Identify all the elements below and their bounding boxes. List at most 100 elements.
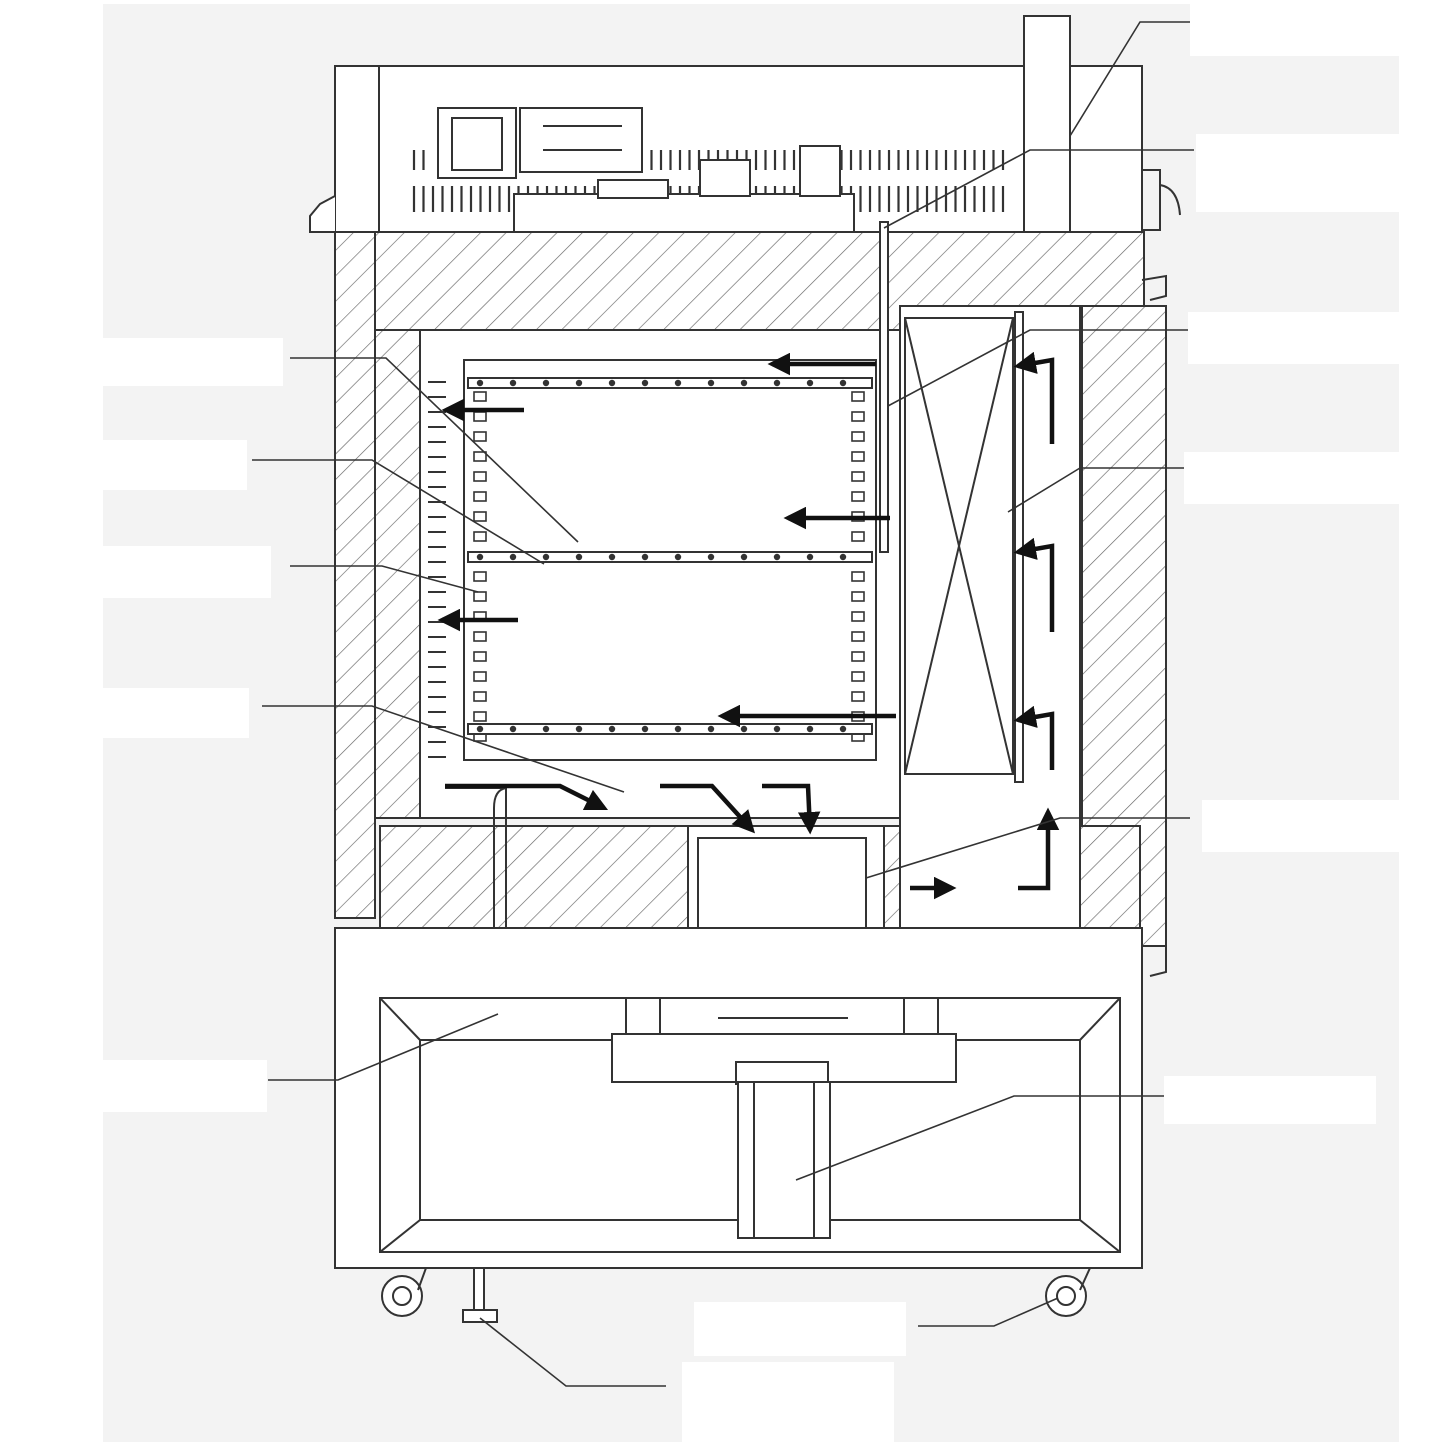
frame-slot — [851, 471, 865, 482]
shelf-rod — [773, 553, 781, 561]
frame-slot — [473, 391, 487, 402]
shelf-rod — [575, 725, 583, 733]
shelf-rod — [509, 379, 517, 387]
leader-lines — [252, 21, 1194, 1387]
frame-slot — [851, 591, 865, 602]
shelf — [467, 377, 873, 389]
shelf-rod — [839, 379, 847, 387]
front-ledge — [309, 195, 336, 233]
airflow-arrow — [1013, 537, 1055, 632]
side-connector — [1142, 169, 1161, 231]
label-box-chimney — [1190, 2, 1400, 56]
airflow-arrow — [762, 783, 821, 835]
shelf-rod — [674, 379, 682, 387]
frame-slot — [473, 471, 487, 482]
frame-slot — [473, 511, 487, 522]
airflow-arrow — [1013, 705, 1055, 770]
label-box-shelf-support — [103, 546, 271, 598]
leader-foot — [479, 1317, 666, 1387]
frame-slot — [851, 531, 865, 542]
shelf-rod — [608, 725, 616, 733]
motor-body — [737, 1081, 831, 1239]
leader-chimney — [1069, 21, 1192, 137]
shelf-rod — [740, 379, 748, 387]
shelves — [467, 377, 873, 735]
frame-slot — [851, 611, 865, 622]
right-caster — [1045, 1275, 1087, 1317]
shelf-rod — [806, 725, 814, 733]
oven-body — [309, 15, 1181, 1323]
leveling-foot-stem — [473, 1267, 485, 1313]
shelf-rod — [707, 553, 715, 561]
frame-slot — [473, 491, 487, 502]
shelf-rod — [740, 553, 748, 561]
frame-slot — [851, 391, 865, 402]
airflow-arrows — [437, 351, 1060, 900]
sensor-probe-rod — [879, 221, 889, 553]
label-box-heater — [1184, 452, 1400, 504]
shelf-rod — [542, 379, 550, 387]
leader-drain — [268, 1013, 499, 1081]
leader-duct — [887, 329, 1188, 407]
frame-slot — [473, 711, 487, 722]
label-box-foot — [682, 1362, 894, 1442]
frame-slot — [473, 531, 487, 542]
label-box-sensor — [1196, 134, 1400, 212]
frame-slot — [473, 431, 487, 442]
controller-board — [513, 193, 855, 233]
frame-slot — [473, 691, 487, 702]
frame-slot — [851, 451, 865, 462]
leader-caster — [918, 1297, 1059, 1327]
left-handle-post — [334, 65, 380, 233]
left-insulation — [334, 231, 376, 919]
shelf-rod — [641, 553, 649, 561]
shelf-rod — [608, 379, 616, 387]
frame-slot — [473, 591, 487, 602]
shelf-rod — [740, 725, 748, 733]
shelf-rod — [641, 725, 649, 733]
frame-slot — [473, 411, 487, 422]
label-box-drain — [103, 1060, 267, 1112]
left-caster — [381, 1275, 423, 1317]
shelf-rod — [542, 553, 550, 561]
airflow-arrow — [660, 783, 756, 834]
label-box-caster — [694, 1302, 906, 1356]
leader-upper-shelf — [290, 357, 579, 543]
label-box-duct — [1188, 312, 1400, 364]
frame-slot — [473, 671, 487, 682]
shelf-rod — [806, 553, 814, 561]
leader-sensor — [883, 149, 1194, 229]
shelf-rod — [707, 725, 715, 733]
relay-board — [519, 107, 643, 173]
leader-middle-shelf — [252, 459, 545, 565]
shelf-rod — [608, 553, 616, 561]
airflow-arrow — [1013, 351, 1055, 444]
shelf-rod — [773, 725, 781, 733]
shelf — [467, 723, 873, 735]
leader-fan-motor — [865, 817, 1190, 879]
frame-slot — [851, 631, 865, 642]
airflow-arrow — [1018, 807, 1060, 891]
frame-slot — [851, 571, 865, 582]
label-box-deflector — [103, 688, 249, 738]
shelf-rod — [806, 379, 814, 387]
shelf-rod — [575, 379, 583, 387]
frame-slot — [851, 411, 865, 422]
leader-motor-mount — [795, 1095, 1164, 1181]
frame-slot — [851, 431, 865, 442]
frame-slot — [473, 651, 487, 662]
shelf-rod — [509, 553, 517, 561]
shelf-rod — [542, 725, 550, 733]
frame-slot — [851, 691, 865, 702]
shelf-rod — [641, 379, 649, 387]
shelf-rod — [476, 553, 484, 561]
shelf-rod — [839, 553, 847, 561]
leader-deflector — [262, 705, 625, 793]
frame-slot — [851, 651, 865, 662]
leader-shelf-support — [290, 565, 479, 593]
label-box-motor-mount — [1164, 1076, 1376, 1124]
label-boxes — [103, 2, 1400, 1442]
shelf-rod — [476, 379, 484, 387]
shelf-rod — [707, 379, 715, 387]
